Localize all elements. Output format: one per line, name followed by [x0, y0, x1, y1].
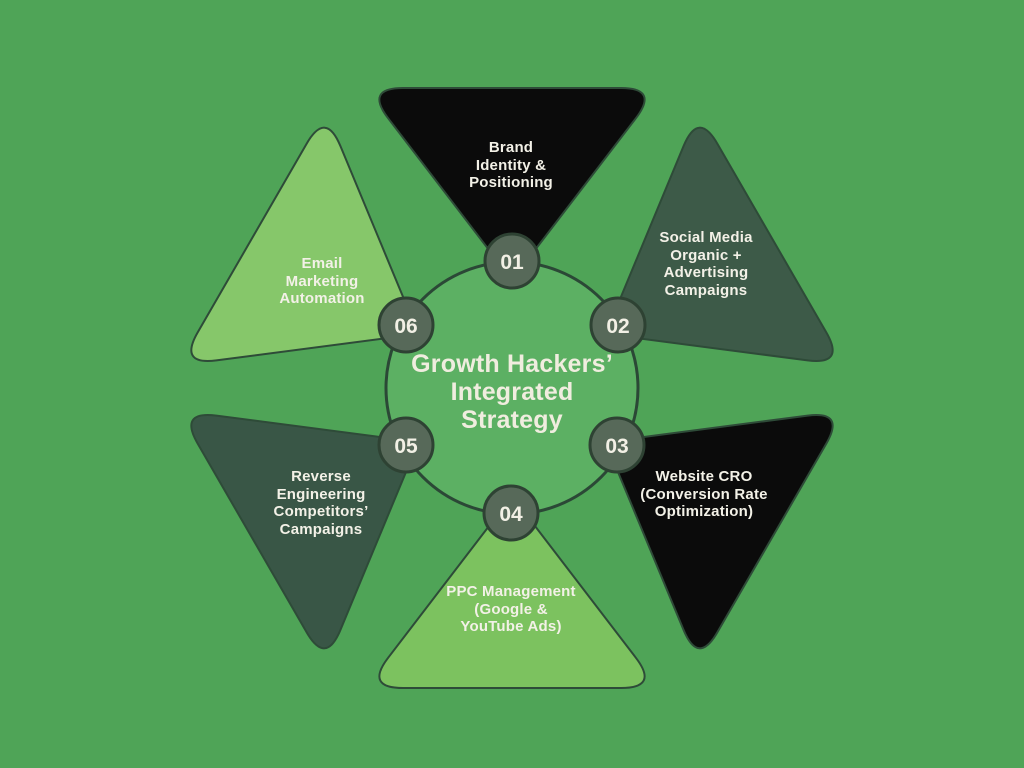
petal-label-social-media: Social Media Organic + Advertising Campa… — [659, 229, 753, 299]
badge-06-number: 06 — [394, 315, 417, 338]
badge-02-circle — [589, 296, 647, 354]
badge-01-circle — [483, 232, 541, 290]
badge-02-number: 02 — [606, 315, 629, 338]
petal-label-website-cro: Website CRO (Conversion Rate Optimizatio… — [640, 467, 768, 520]
badge-01: 01 — [483, 232, 541, 290]
center-title: Growth Hackers’ Integrated Strategy — [411, 350, 613, 434]
badge-03-number: 03 — [605, 435, 628, 458]
badge-05: 05 — [377, 416, 435, 474]
badge-06: 06 — [377, 296, 435, 354]
badge-05-number: 05 — [394, 435, 418, 458]
badge-06-circle — [377, 296, 435, 354]
badge-05-circle — [377, 416, 435, 474]
badge-02: 02 — [589, 296, 647, 354]
badge-01-number: 01 — [500, 251, 524, 274]
petal-group — [190, 87, 834, 689]
petal-label-ppc-management: PPC Management (Google & YouTube Ads) — [446, 582, 576, 635]
badge-04: 04 — [482, 484, 540, 542]
badge-04-number: 04 — [499, 503, 523, 526]
petal-label-email-marketing: Email Marketing Automation — [279, 254, 365, 307]
petal-label-reverse-engineering: Reverse Engineering Competitors’ Campaig… — [273, 468, 369, 538]
badge-03: 03 — [588, 416, 646, 474]
badge-04-circle — [482, 484, 540, 542]
badge-03-circle — [588, 416, 646, 474]
petal-label-brand-identity: Brand Identity & Positioning — [469, 138, 553, 191]
